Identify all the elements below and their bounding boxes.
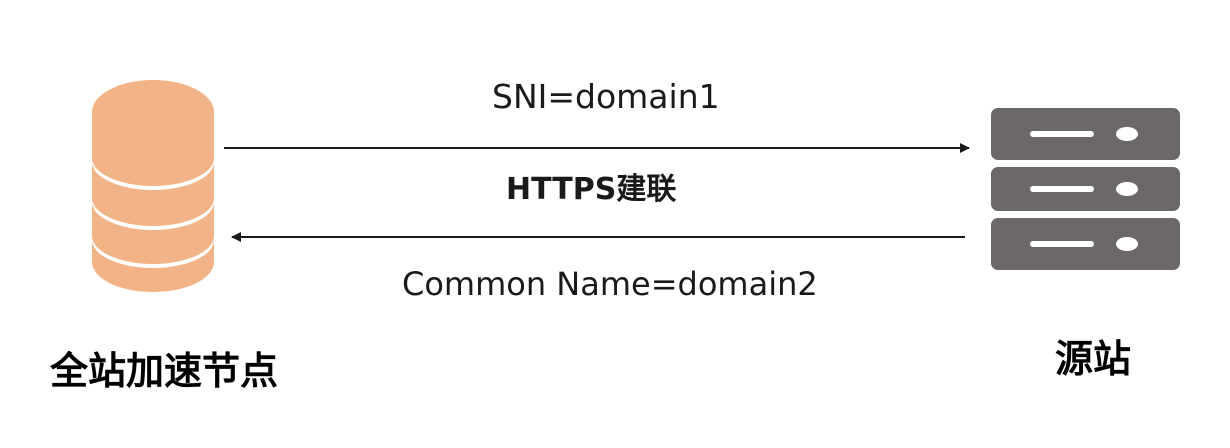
origin-label: 源站 [1055,337,1132,381]
common-name-label: Common Name=domain2 [402,265,818,303]
cdn-node-label: 全站加速节点 [50,349,279,393]
sni-label: SNI=domain1 [492,77,720,116]
handshake-label: HTTPS建联 [506,172,677,207]
server-icon [991,108,1180,270]
database-icon [92,80,214,292]
